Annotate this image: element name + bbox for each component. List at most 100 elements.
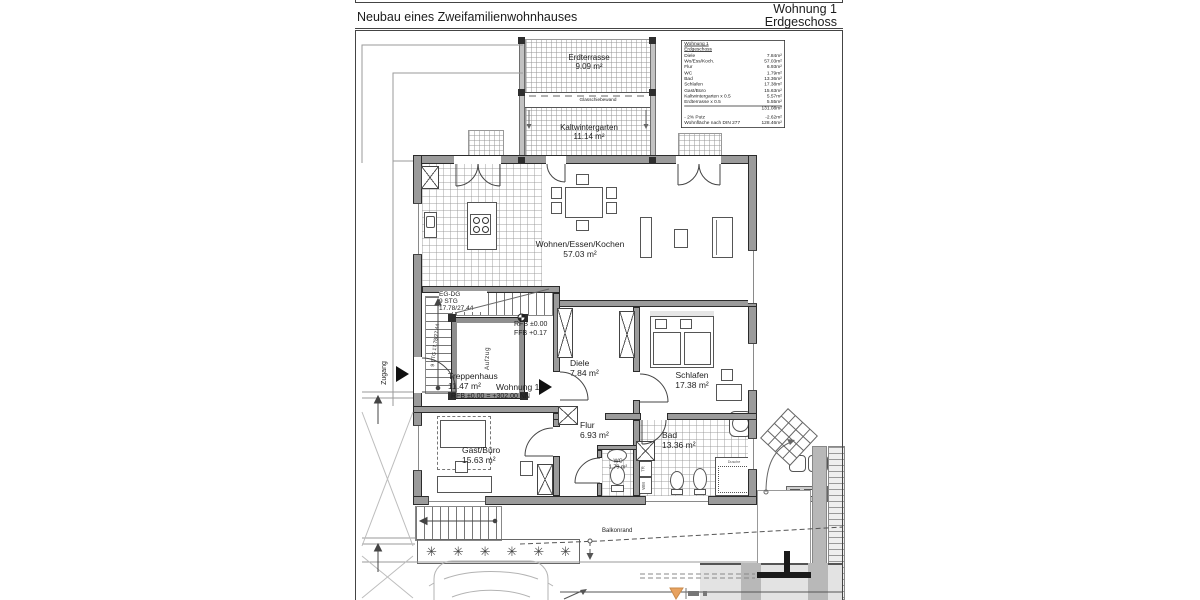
- dryer-label: TR: [641, 466, 647, 472]
- room-label-gast: Gast/Büro 15.63 m²: [462, 445, 526, 465]
- drawing-title: Neubau eines Zweifamilienwohnhauses: [357, 10, 578, 24]
- rfb-level: RFB ±0.00: [514, 321, 548, 328]
- room-name: Wohnen/Essen/Kochen: [535, 239, 625, 249]
- row-value: 15.63m²: [764, 88, 782, 94]
- toilet: [670, 471, 684, 490]
- sofa-cushion-line: [716, 220, 717, 255]
- wall-post: [649, 89, 656, 96]
- neighbour-wall-dark: [757, 572, 811, 578]
- door-opening: [546, 156, 566, 164]
- neighbour-band-block: [808, 563, 828, 600]
- wardrobe: [619, 311, 635, 358]
- room-label-bad: Bad 13.36 m²: [662, 430, 714, 450]
- exterior-stairs: [415, 506, 502, 541]
- planter: ✳ ✳ ✳ ✳ ✳ ✳: [417, 539, 580, 564]
- elevator-label: Aufzug: [484, 346, 492, 370]
- sheet-border-right: [842, 0, 843, 600]
- unit-entry-arrow-icon: [539, 379, 552, 395]
- chair: [551, 202, 562, 214]
- chair: [606, 202, 617, 214]
- room-area: 11.47 m²: [448, 381, 481, 392]
- total-value: 128.46m²: [761, 120, 782, 126]
- chair: [576, 174, 589, 185]
- room-label-kaltwintergarten: Kaltwintergarten 11.14 m²: [534, 123, 644, 142]
- balkonrand-label: Balkonrand: [602, 528, 633, 534]
- guest-bed: [440, 420, 486, 448]
- deduction-label: - 2% Putz: [684, 115, 706, 120]
- room-name: Diele: [570, 358, 590, 368]
- room-name: Treppenhaus: [448, 371, 498, 381]
- pillow: [680, 319, 692, 329]
- room-area: 11.14 m²: [573, 132, 605, 142]
- winder-stair: [760, 408, 818, 495]
- row-value: 6.93m²: [766, 65, 782, 70]
- door-opening: [454, 156, 501, 164]
- plant-icon: ✳: [425, 543, 437, 559]
- room-area: 57.03 m²: [563, 249, 597, 260]
- window: [748, 438, 757, 470]
- window: [413, 203, 422, 255]
- neighbour-stair-strip: [828, 446, 845, 600]
- row-label: Gast/Büro: [684, 88, 706, 94]
- desk: [716, 384, 742, 401]
- burner-icon: [473, 226, 480, 233]
- wall-segment: [605, 413, 641, 420]
- table-total-row: Wohnfläche nach DIN 277 128.46m²: [684, 121, 782, 127]
- glasschiebewand-text: Glasschiebewand: [579, 97, 617, 103]
- sofa: [640, 217, 652, 258]
- shower-label: Dusche: [727, 460, 741, 465]
- room-label-erdterrasse: Erdterrasse 9.09 m²: [544, 53, 634, 72]
- zugang-label: Zugang: [381, 361, 388, 385]
- table-row: Schlafen 17.38m²: [684, 83, 782, 89]
- row-label: Flur: [684, 65, 693, 70]
- plant-icon: ✳: [560, 543, 571, 559]
- table-subtotal-row: 131.08m²: [684, 105, 782, 113]
- row-value: 17.38m²: [764, 82, 782, 88]
- row-label: Kaltwintergarten x 0.5: [684, 94, 731, 100]
- room-label-wc: WC 1.79 m²: [603, 459, 634, 472]
- room-name: Schlafen: [675, 370, 709, 380]
- stair-line1: EG-DG: [439, 291, 461, 298]
- neighbour-wall-dark: [784, 551, 790, 573]
- bench-cushion: [789, 455, 806, 472]
- wc-toilet-tank: [611, 485, 624, 492]
- room-name: Erdterrasse: [568, 53, 610, 62]
- kitchen-sink-basin: [426, 216, 435, 228]
- plant-icon: ✳: [452, 543, 464, 559]
- wall-segment: [650, 38, 656, 164]
- row-value: 57.03m²: [764, 59, 782, 64]
- total-label: Wohnfläche nach DIN 277: [684, 120, 741, 126]
- wall-segment: [597, 445, 637, 450]
- wall-post: [649, 37, 656, 44]
- row-label: Schlafen: [684, 82, 703, 88]
- room-area: 7.84 m²: [570, 368, 599, 379]
- room-name: Gast/Büro: [462, 445, 501, 455]
- north-arrow-icon: [669, 587, 684, 600]
- wc-toilet: [610, 466, 625, 485]
- table-deduction-row: - 2% Putz-2.62m²: [684, 115, 782, 121]
- plant-icon: ✳: [479, 543, 491, 559]
- window: [748, 250, 757, 304]
- bidet: [693, 468, 707, 490]
- glasschiebewand-label: Glasschiebewand: [563, 98, 633, 104]
- plant-icon: ✳: [506, 543, 518, 559]
- wall-segment: [413, 406, 560, 413]
- desk: [437, 476, 492, 493]
- room-area: 1.79 m²: [608, 465, 628, 471]
- chair: [576, 220, 589, 231]
- entrance-door-opening: [414, 357, 422, 393]
- plant-icon: ✳: [533, 543, 545, 559]
- room-area: 13.36 m²: [662, 440, 696, 451]
- burner-icon: [473, 217, 480, 224]
- wall-segment: [413, 155, 757, 164]
- row-value: 5.57m²: [766, 94, 782, 100]
- room-label-flur: Flur 6.93 m²: [580, 420, 630, 440]
- window: [748, 343, 757, 391]
- path-cross-marks: [361, 411, 414, 599]
- wall-segment: [633, 400, 640, 420]
- wardrobe: [537, 464, 553, 495]
- wall-segment: [413, 496, 757, 505]
- wall-post: [520, 392, 528, 400]
